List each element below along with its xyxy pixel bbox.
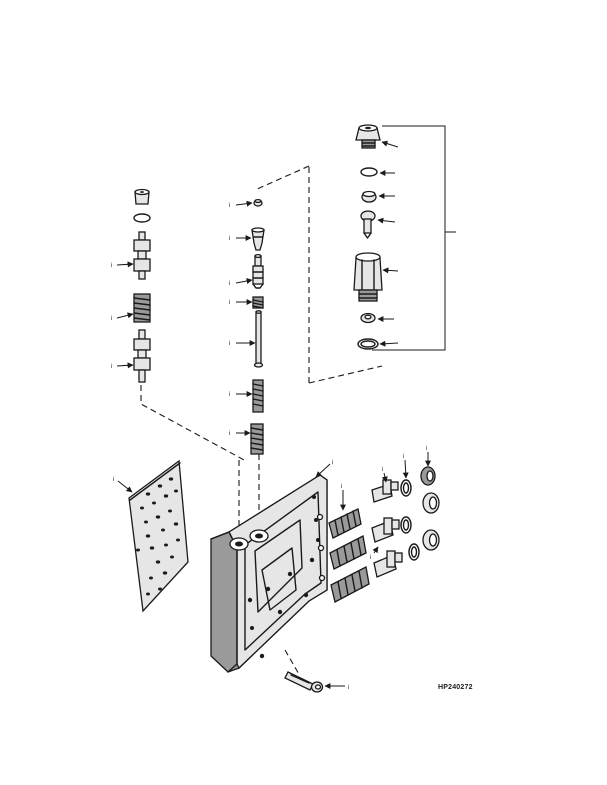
fitting-plug-part <box>355 124 381 149</box>
svg-text:i: i <box>370 555 371 561</box>
svg-text:i: i <box>111 316 112 322</box>
spring-part <box>252 379 264 413</box>
middle-callout-ticks: i i i i i i i <box>229 203 230 437</box>
svg-text:i: i <box>229 236 230 242</box>
figure-code: HP240272 <box>438 684 473 691</box>
svg-text:i: i <box>111 364 112 370</box>
svg-text:i: i <box>332 460 333 466</box>
svg-text:i: i <box>229 341 230 347</box>
svg-text:i: i <box>348 685 349 691</box>
svg-text:i: i <box>113 477 114 483</box>
washer-part <box>357 338 379 350</box>
middle-plug-part <box>422 529 440 551</box>
middle-valve-row <box>329 516 440 570</box>
svg-text:i: i <box>341 484 342 490</box>
svg-text:i: i <box>229 431 230 437</box>
valve-body-gasket-outline <box>244 491 322 651</box>
upper-plug-part <box>420 466 440 514</box>
svg-text:i: i <box>403 454 404 460</box>
valve-stack-leaders: i i i i i <box>340 446 431 561</box>
lower-spring-part <box>330 566 370 603</box>
bolt-part: i <box>284 671 349 693</box>
o-ring-part <box>360 167 378 177</box>
middle-column-leaders <box>235 200 256 436</box>
upper-o-ring-part <box>400 479 412 497</box>
left-o-ring-part <box>133 213 151 223</box>
svg-text:i: i <box>229 281 230 287</box>
cap-part <box>361 190 377 203</box>
svg-text:i: i <box>229 392 230 398</box>
lower-valve-row <box>330 543 420 603</box>
group-bracket <box>372 125 456 351</box>
middle-spool-part <box>371 517 400 543</box>
separator-plate-part: i <box>113 459 189 613</box>
left-cap-plug-part <box>134 188 150 205</box>
valve-body-part: i <box>210 460 333 673</box>
long-spring-part <box>250 423 264 455</box>
small-ball-part <box>253 198 263 207</box>
middle-spring-part <box>329 535 367 570</box>
valve-body-bores <box>229 529 269 551</box>
svg-text:i: i <box>229 300 230 306</box>
left-valve-spool-part <box>133 231 151 280</box>
svg-text:i: i <box>426 446 427 452</box>
plunger-part <box>252 253 264 289</box>
valve-body-side-ports <box>316 513 326 582</box>
upper-valve-row <box>328 466 440 539</box>
small-spring-part <box>252 296 264 309</box>
valve-body-fitting-part <box>353 252 383 302</box>
nut-part <box>360 312 376 324</box>
valve-body-bolt-holes <box>247 495 320 659</box>
valve-spool-part <box>251 227 265 251</box>
separator-plate-holes <box>136 477 180 596</box>
lower-spool-part <box>373 550 403 578</box>
left-spring-part <box>133 293 151 323</box>
svg-text:i: i <box>229 203 230 209</box>
long-rod-part <box>253 310 264 368</box>
upper-spring-part <box>328 508 362 539</box>
svg-text:i: i <box>111 263 112 269</box>
left-column-leaders: i i i <box>111 261 134 370</box>
upper-spool-part <box>371 479 399 503</box>
middle-o-ring-part <box>400 516 412 534</box>
right-column-leaders <box>377 140 399 347</box>
lower-o-ring-part <box>408 543 420 561</box>
left-lower-spool-part <box>133 329 151 383</box>
pin-part <box>360 210 376 239</box>
svg-text:i: i <box>382 467 383 473</box>
